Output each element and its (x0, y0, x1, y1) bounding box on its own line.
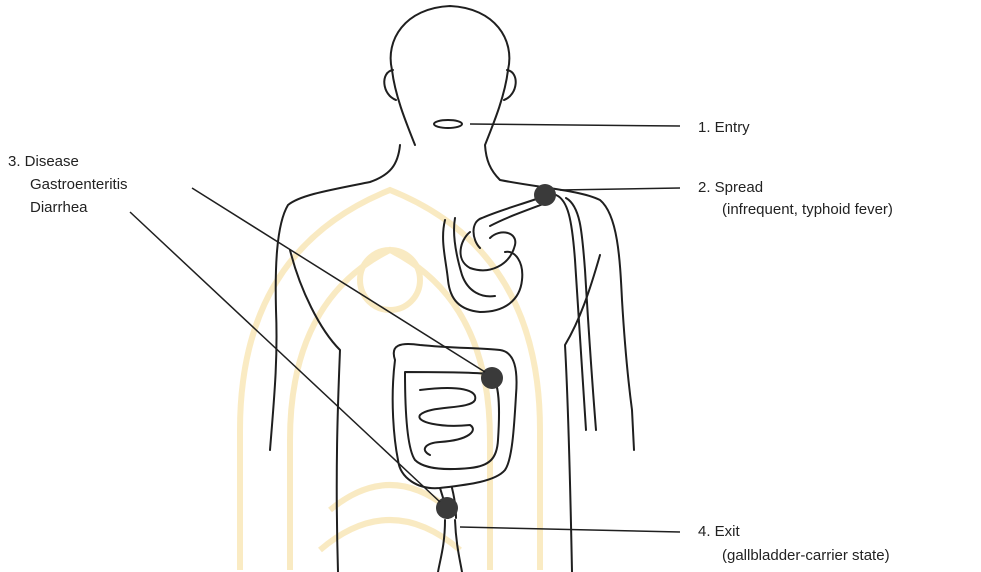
exit-label: 4. Exit (698, 522, 740, 542)
spread-site-dot (534, 184, 556, 206)
disease-label: 3. Disease (8, 152, 79, 172)
spread-leader-line (560, 188, 680, 190)
entry-label: 1. Entry (698, 118, 750, 138)
left-arm-inner (290, 250, 340, 572)
spread-label: 2. Spread (698, 178, 763, 198)
disease-leader-line-1 (192, 188, 485, 372)
disease-line-diarrhea: Diarrhea (30, 198, 88, 218)
small-intestine (419, 388, 475, 455)
body-outline (270, 6, 634, 450)
disease-line-gastroenteritis: Gastroenteritis (30, 175, 128, 195)
large-intestine (393, 344, 517, 488)
exit-site-dot (436, 497, 458, 519)
spread-note: (infrequent, typhoid fever) (722, 200, 893, 220)
mouth-entry-site (434, 120, 462, 128)
entry-leader-line (470, 124, 680, 126)
exit-leader-line (460, 527, 680, 532)
disease-site-dot (481, 367, 503, 389)
exit-note: (gallbladder-carrier state) (722, 546, 890, 566)
